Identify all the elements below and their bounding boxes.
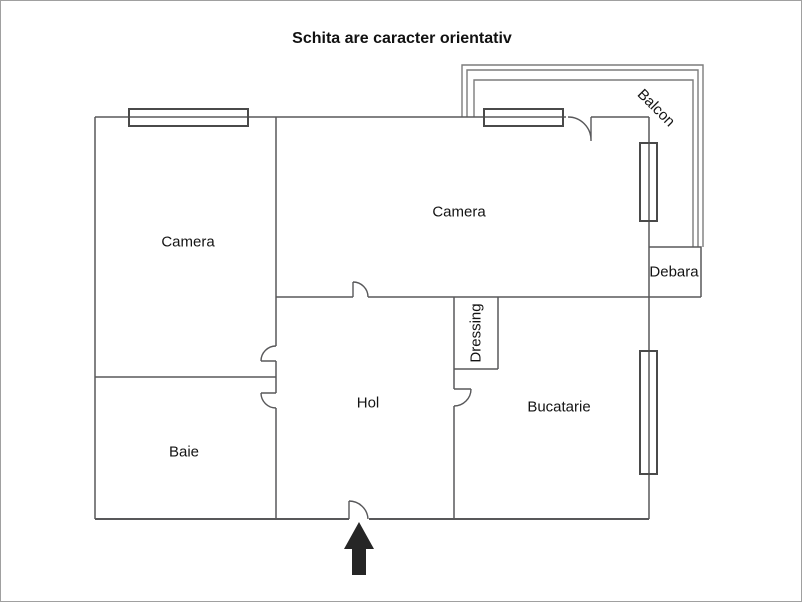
window-camera-right: [483, 108, 564, 127]
window-camera-east: [639, 142, 658, 222]
door-baie: [260, 392, 277, 409]
walls: [94, 116, 702, 520]
room-label-debara: Debara: [649, 263, 699, 281]
room-label-baie: Baie: [168, 443, 200, 461]
balcony-outline: [461, 64, 704, 247]
plan-title: Schita are caracter orientativ: [292, 30, 512, 47]
room-label-bucatarie: Bucatarie: [527, 398, 591, 416]
doors: [260, 116, 592, 520]
door-entrance: [348, 500, 369, 520]
door-bucatarie: [453, 388, 472, 407]
door-balcon: [567, 116, 592, 141]
windows: [128, 108, 658, 475]
room-label-dressing: Dressing: [467, 303, 485, 363]
room-label-hol: Hol: [356, 394, 380, 412]
room-label-camera-left: Camera: [161, 233, 215, 251]
window-camera-left: [128, 108, 249, 127]
entrance-arrow-icon: [344, 522, 374, 575]
door-camera-right: [352, 281, 369, 298]
door-camera-left: [260, 345, 277, 362]
window-bucatarie: [639, 350, 658, 475]
room-label-camera-right: Camera: [432, 203, 486, 221]
